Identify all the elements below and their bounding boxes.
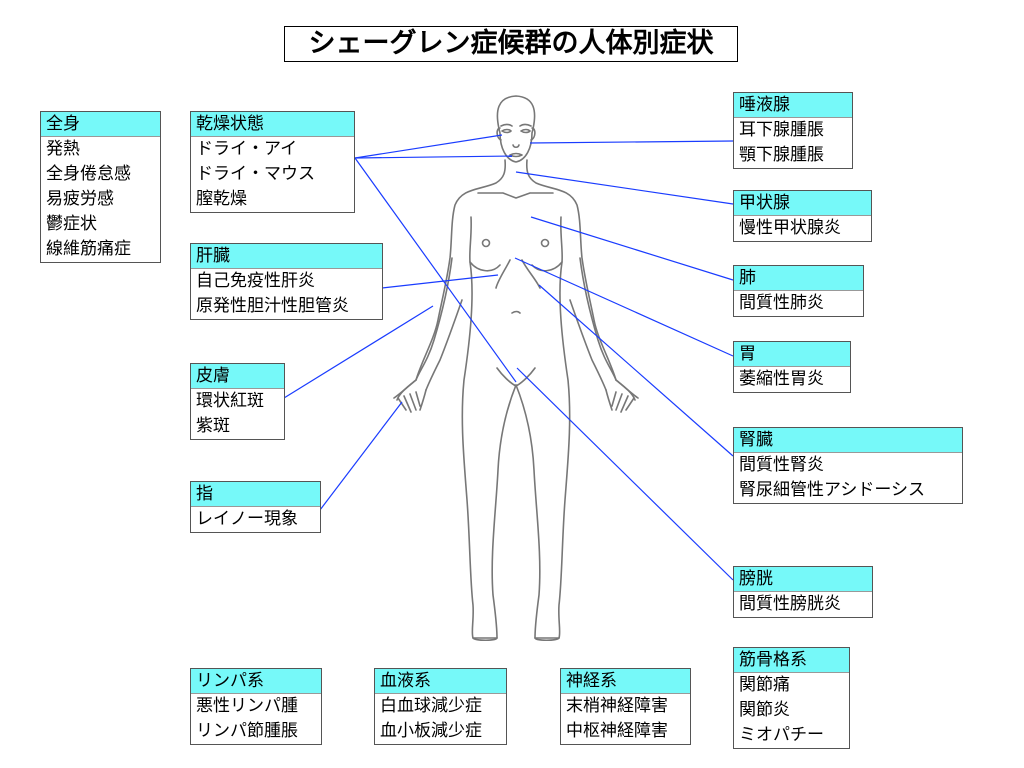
box-header: 胃 <box>734 342 850 367</box>
box-header: 膀胱 <box>734 567 872 592</box>
symptom-item: 鬱症状 <box>46 214 97 234</box>
line-vaginal-dryness <box>354 157 517 383</box>
box-musculoskeletal: 筋骨格系 関節痛 関節炎 ミオパチー <box>733 647 850 749</box>
box-lung: 肺 間質性肺炎 <box>733 265 864 317</box>
symptom-item: 中枢神経障害 <box>566 721 668 741</box>
box-skin: 皮膚 環状紅斑 紫斑 <box>190 363 285 440</box>
line-lung <box>530 216 734 281</box>
box-thyroid: 甲状腺 慢性甲状腺炎 <box>733 190 872 242</box>
box-kidney: 腎臓 間質性腎炎 腎尿細管性アシドーシス <box>733 427 963 504</box>
symptom-item: 間質性膀胱炎 <box>739 594 841 614</box>
box-header: リンパ系 <box>191 669 321 694</box>
human-body-outline <box>393 95 639 642</box>
symptom-item: ドライ・アイ <box>196 139 298 159</box>
box-blood: 血液系 白血球減少症 血小板減少症 <box>374 668 507 745</box>
symptom-item: 顎下腺腫脹 <box>739 145 824 165</box>
line-dry-mouth <box>354 155 513 159</box>
line-bladder <box>516 367 734 581</box>
symptom-item: 関節炎 <box>739 700 790 720</box>
symptom-item: ミオパチー <box>739 725 824 745</box>
leader-lines <box>283 134 734 581</box>
box-lymphatic: リンパ系 悪性リンパ腫 リンパ節腫脹 <box>190 668 322 745</box>
line-stomach <box>514 257 734 357</box>
symptom-item: 血小板減少症 <box>380 721 482 741</box>
box-header: 肝臓 <box>191 244 382 269</box>
box-salivary-gland: 唾液腺 耳下腺腫脹 顎下腺腫脹 <box>733 92 853 169</box>
line-finger <box>319 401 403 511</box>
line-thyroid <box>515 171 734 205</box>
line-dry-eye <box>354 134 503 159</box>
box-dryness: 乾燥状態 ドライ・アイ ドライ・マウス 膣乾燥 <box>190 111 355 213</box>
box-finger: 指 レイノー現象 <box>190 481 321 533</box>
box-whole-body: 全身 発熱 全身倦怠感 易疲労感 鬱症状 線維筋痛症 <box>40 111 161 263</box>
symptom-item: 原発性胆汁性胆管炎 <box>196 296 349 316</box>
symptom-item: 間質性肺炎 <box>739 293 824 313</box>
box-header: 肺 <box>734 266 863 291</box>
symptom-item: レイノー現象 <box>196 509 298 529</box>
line-skin <box>283 305 434 399</box>
line-kidney <box>538 284 734 457</box>
box-header: 唾液腺 <box>734 93 852 118</box>
box-header: 神経系 <box>561 669 690 694</box>
symptom-item: 全身倦怠感 <box>46 164 131 184</box>
box-header: 腎臓 <box>734 428 962 453</box>
box-liver: 肝臓 自己免疫性肝炎 原発性胆汁性胆管炎 <box>190 243 383 320</box>
page-title: シェーグレン症候群の人体別症状 <box>284 26 738 62</box>
symptom-item: 耳下腺腫脹 <box>739 120 824 140</box>
symptom-item: 紫斑 <box>196 416 230 436</box>
box-header: 筋骨格系 <box>734 648 849 673</box>
symptom-item: 膣乾燥 <box>196 189 247 209</box>
symptom-item: 線維筋痛症 <box>46 239 131 259</box>
box-header: 血液系 <box>375 669 506 694</box>
symptom-item: 関節痛 <box>739 675 790 695</box>
box-header: 皮膚 <box>191 364 284 389</box>
line-liver <box>381 274 499 289</box>
symptom-item: リンパ節腫脹 <box>196 721 298 741</box>
symptom-item: ドライ・マウス <box>196 164 315 184</box>
box-stomach: 胃 萎縮性胃炎 <box>733 341 851 393</box>
box-header: 指 <box>191 482 320 507</box>
symptom-item: 易疲労感 <box>46 189 114 209</box>
symptom-item: 萎縮性胃炎 <box>739 369 824 389</box>
symptom-item: 慢性甲状腺炎 <box>739 218 841 238</box>
box-header: 全身 <box>41 112 160 137</box>
symptom-item: 末梢神経障害 <box>566 696 668 716</box>
symptom-item: 間質性腎炎 <box>739 455 824 475</box>
line-salivary <box>529 140 734 144</box>
box-header: 甲状腺 <box>734 191 871 216</box>
symptom-item: 自己免疫性肝炎 <box>196 271 315 291</box>
symptom-item: 環状紅斑 <box>196 391 264 411</box>
symptom-item: 腎尿細管性アシドーシス <box>739 480 925 500</box>
symptom-item: 悪性リンパ腫 <box>196 696 298 716</box>
box-header: 乾燥状態 <box>191 112 354 137</box>
box-nervous: 神経系 末梢神経障害 中枢神経障害 <box>560 668 691 745</box>
symptom-item: 白血球減少症 <box>380 696 482 716</box>
box-bladder: 膀胱 間質性膀胱炎 <box>733 566 873 618</box>
symptom-item: 発熱 <box>46 139 80 159</box>
